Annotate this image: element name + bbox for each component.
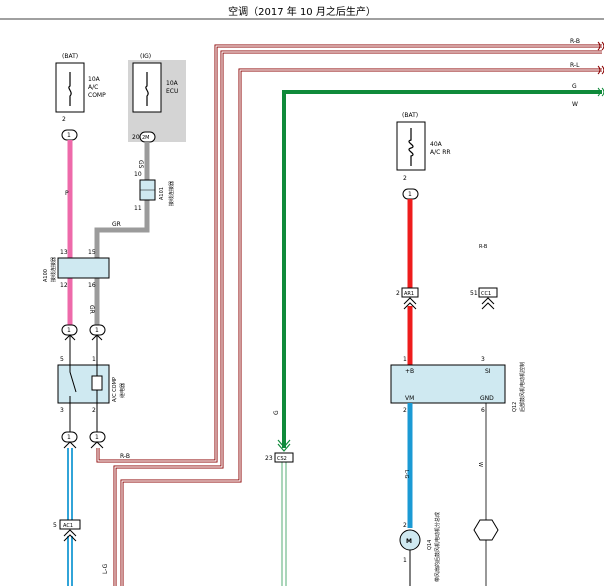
conn-c4-label: 1 — [95, 434, 99, 441]
controller-desc: 后部鼓风机电动机控制 — [519, 362, 526, 412]
controller-box — [390, 364, 506, 404]
motor-desc: 带风扇的后鼓风机电动机分总成 — [434, 512, 441, 582]
conn-c3-label: 1 — [67, 434, 71, 441]
relay-pin-br: 2 — [92, 407, 96, 414]
conn-cs2 — [274, 452, 294, 463]
conn-c1-label: 1 — [67, 327, 71, 334]
wire-green — [282, 90, 602, 448]
controller-label-bl: VM — [405, 395, 414, 402]
conn-cc1-pin: 51 — [470, 290, 478, 297]
controller-pin-br: 6 — [481, 407, 485, 414]
fuse-ig-pin: 20 — [132, 134, 140, 141]
motor-pin-bottom: 1 — [403, 557, 407, 564]
relay-pin-bl: 3 — [60, 407, 64, 414]
controller-name: Q12 — [512, 402, 518, 412]
wire-g-out — [281, 462, 287, 586]
fuse-bat-name2: COMP — [88, 92, 106, 99]
bus-wire-ends — [597, 41, 604, 97]
controller-pin-tl: 1 — [403, 356, 407, 363]
fuse-rr-source: (BAT) — [402, 112, 418, 119]
wire-label-rb: R-B — [570, 38, 580, 45]
fuse-bat-conn-label: 1 — [67, 132, 71, 139]
fuse-rr-rating: 40A — [430, 141, 443, 148]
relay-name: A/C COMP — [112, 377, 118, 402]
wire-label-rb-relay: R-B — [120, 453, 130, 460]
page-title: 空调（2017 年 10 月之后生产） — [228, 7, 376, 18]
relay-pin-tl: 5 — [60, 356, 64, 363]
wire-label-sb: R-B — [479, 244, 488, 250]
fuse-bat-pin: 2 — [62, 116, 66, 123]
wire-label-g-top: G — [572, 83, 577, 90]
conn-c2-label: 1 — [95, 327, 99, 334]
relay-desc: 继电器 — [119, 383, 126, 398]
fuse-bat-symbol — [68, 72, 72, 106]
fuse-rr-symbol — [408, 128, 414, 166]
motor-pin-top: 2 — [403, 522, 407, 529]
wire-label-rl: R-L — [570, 62, 580, 69]
conn-ar1-pin: 2 — [396, 290, 400, 297]
connector-a100-pin-tl: 13 — [60, 249, 68, 256]
controller-label-tl: +B — [405, 368, 414, 375]
wire-label-gr-a: GR — [112, 221, 121, 228]
fuse-rr-pin: 2 — [403, 175, 407, 182]
connector-a100-pin-tr: 15 — [88, 249, 96, 256]
connector-a101-name: A101 — [159, 187, 165, 200]
fuse-bat-rating: 10A — [88, 76, 101, 83]
fuse-bat-name1: A/C — [88, 84, 98, 91]
connector-a100-desc: 接线连接器 — [50, 257, 57, 282]
fuse-ig-conn-label: 2M — [142, 135, 150, 141]
conn-cc1 — [478, 287, 498, 298]
conn-cs2-label: CS2 — [277, 456, 287, 462]
connector-a100-box — [57, 257, 110, 279]
fuse-ig-source: (IG) — [140, 53, 151, 60]
wire-label-g: G — [273, 410, 280, 415]
relay-coil — [91, 375, 103, 391]
connector-a101-desc: 接线连接器 — [168, 181, 175, 206]
motor-name: Q14 — [427, 540, 433, 550]
bus-wire-rb — [96, 44, 602, 586]
bus-wire-rl — [120, 68, 602, 586]
connector-a100-pin-br: 16 — [88, 282, 96, 289]
connector-a100-name: A100 — [43, 269, 49, 282]
connector-a101-pin-bottom: 11 — [134, 205, 142, 212]
wire-label-gs: GS — [137, 160, 144, 169]
fuse-bat-source: (BAT) — [62, 53, 78, 60]
fuse-rr-name: A/C RR — [430, 149, 451, 156]
controller-label-br: GND — [480, 395, 494, 402]
wire-label-gr-b: GR — [88, 305, 95, 314]
wire-label-wb: W — [477, 462, 483, 467]
relay-pin-tr: 1 — [92, 356, 96, 363]
conn-cc1-label: CC1 — [481, 291, 491, 297]
hex-component — [473, 519, 499, 541]
wire-label-p: P — [65, 190, 69, 197]
wire-blue-left — [67, 448, 73, 586]
motor-symbol: M — [406, 538, 412, 545]
wire-gray — [94, 142, 150, 325]
controller-pin-bl: 2 — [403, 407, 407, 414]
conn-ar1 — [401, 287, 419, 298]
conn-ac1-label: AC1 — [63, 523, 73, 529]
controller-pin-tr: 3 — [481, 356, 485, 363]
fuse-ig-rating: 10A — [166, 80, 179, 87]
fuse-ig-symbol — [145, 72, 149, 106]
connector-a100-pin-bl: 12 — [60, 282, 68, 289]
wire-label-l: L-G — [403, 470, 409, 479]
wire-label-lg: L-G — [102, 563, 109, 574]
relay-switch — [69, 365, 77, 403]
conn-ac1 — [59, 519, 81, 530]
connector-a101-pin-top: 10 — [134, 171, 142, 178]
wire-label-w: W — [572, 101, 578, 108]
conn-ar1-label: AR1 — [404, 291, 414, 297]
conn-ac1-pin: 5 — [53, 522, 57, 529]
fuse-rr-conn-label: 1 — [408, 191, 412, 198]
conn-cs2-pin: 23 — [265, 455, 273, 462]
controller-label-tr: SI — [485, 368, 491, 375]
fuse-ig-name: ECU — [166, 88, 178, 95]
